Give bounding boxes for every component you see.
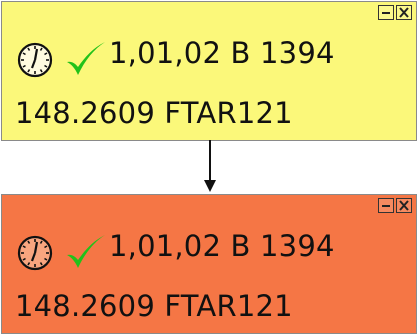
window-controls <box>378 198 412 213</box>
workflow-node-1[interactable]: 1,01,02 B 1394 148.2609 FTAR121 <box>1 1 417 141</box>
minimize-icon[interactable] <box>378 198 394 213</box>
workflow-node-2[interactable]: 1,01,02 B 1394 148.2609 FTAR121 <box>1 194 417 334</box>
node-value-text: 148.2609 FTAR121 <box>15 96 293 130</box>
clock-icon <box>17 42 53 78</box>
close-icon[interactable] <box>396 5 412 20</box>
node-code-text: 1,01,02 B 1394 <box>109 229 335 263</box>
checkmark-icon <box>67 42 105 75</box>
clock-icon <box>17 235 53 271</box>
node-value-text: 148.2609 FTAR121 <box>15 289 293 323</box>
node-header-row: 1,01,02 B 1394 <box>15 229 335 273</box>
window-controls <box>378 5 412 20</box>
arrow-down-icon <box>204 140 216 192</box>
node-header-row: 1,01,02 B 1394 <box>15 36 335 80</box>
minimize-icon[interactable] <box>378 5 394 20</box>
node-code-text: 1,01,02 B 1394 <box>109 36 335 70</box>
close-icon[interactable] <box>396 198 412 213</box>
checkmark-icon <box>67 235 105 268</box>
